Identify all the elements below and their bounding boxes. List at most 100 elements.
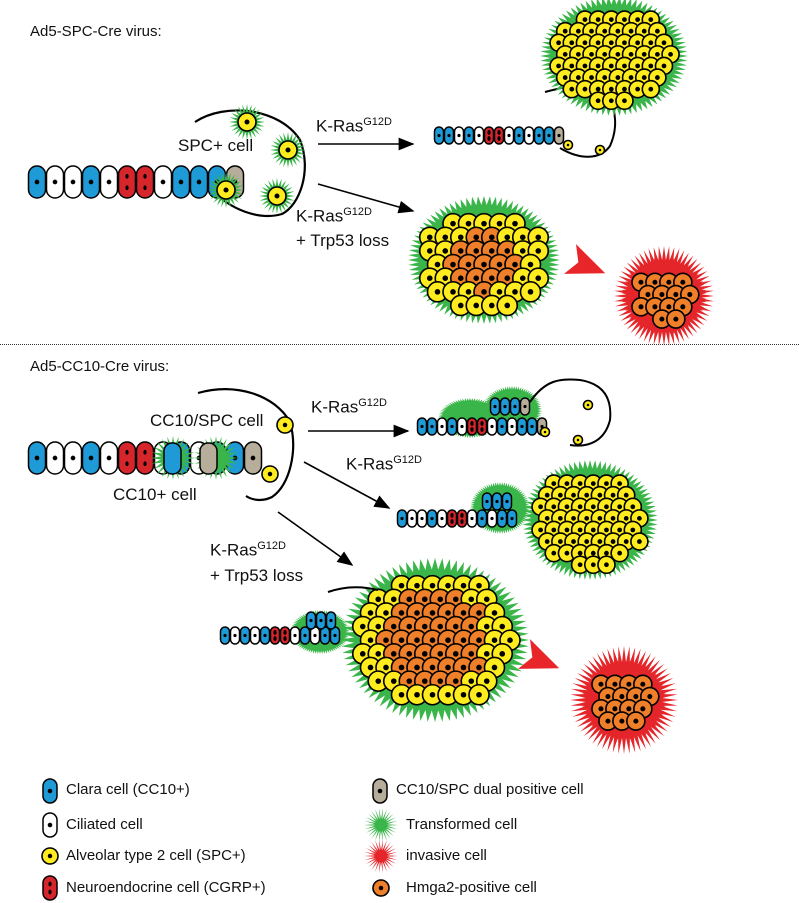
bottom-r2-adenoma-cell-nucleus: [597, 492, 603, 498]
top-adenoma-cell-nucleus: [635, 40, 641, 46]
bottom-r3-carcinoma-cell-nucleus: [468, 678, 475, 684]
top-arrow-2: [317, 183, 415, 214]
transformed-cell-icon: [364, 808, 398, 842]
bottom-r2-airway-cell: [456, 509, 468, 528]
bottom-invasive-cluster-cell-nucleus: [619, 694, 625, 700]
top-carcinoma-cell-nucleus: [473, 248, 480, 254]
bottom-r2-adenoma-cell-nucleus: [564, 527, 570, 533]
bottom-r3-carcinoma-cell-nucleus: [375, 651, 382, 657]
bottom-r3-carcinoma-cell-nucleus: [367, 664, 374, 671]
bottom-r2-adenoma-cell-nucleus: [557, 539, 563, 544]
top-adenoma-cell-nucleus: [622, 98, 627, 104]
bottom-invasive-cluster-cell-nucleus: [647, 694, 653, 700]
bottom-r3-carcinoma-cell-nucleus: [452, 596, 459, 603]
bottom-r3-carcinoma-cell-nucleus: [406, 623, 413, 630]
top-right-airway-nucleus: [437, 133, 441, 138]
bottom-r2-adenoma-cell-nucleus: [577, 562, 583, 568]
bottom-r2-adenoma-cell-nucleus: [551, 504, 557, 510]
bottom-r2-adenoma-cell-nucleus: [577, 504, 583, 510]
top-adenoma-cell-nucleus: [582, 17, 588, 22]
bottom-invasive-cluster-cell-nucleus: [626, 681, 632, 687]
top-right-airway-granule: [497, 136, 501, 141]
legend-label-hmga2: Hmga2-positive cell: [406, 879, 537, 896]
bottom-airway-nucleus: [250, 455, 256, 461]
bottom-invasive-cluster-cell-nucleus: [598, 706, 604, 712]
bottom-r1-bud-nucleus: [523, 404, 527, 409]
bottom-r3-carcinoma-cell-nucleus: [367, 637, 374, 643]
bottom-r2-adenoma-cell-nucleus: [571, 539, 576, 544]
bottom-r2-adenoma-cell-nucleus: [623, 515, 629, 521]
top-carcinoma-cell-nucleus: [450, 261, 456, 268]
top-airway-granule: [143, 185, 147, 191]
bottom-r2-adenoma-cell-nucleus: [538, 504, 543, 510]
top-right-airway-nucleus: [457, 133, 461, 138]
top-invasive-cluster-cell-nucleus: [659, 316, 665, 322]
top-adenoma-cell-nucleus: [661, 63, 667, 69]
top-adenoma-cell-nucleus: [582, 63, 588, 69]
bottom-r3-carcinoma-cell-nucleus: [483, 596, 490, 603]
bottom-invasive-cluster-cell-nucleus: [605, 718, 611, 724]
bottom-invasion-arrow: [518, 639, 560, 669]
top-adenoma-cell-nucleus: [608, 98, 614, 104]
invasive-cell-icon: [364, 839, 398, 873]
top-carcinoma-cell-nucleus: [426, 234, 433, 241]
bottom-r3-carcinoma-cell-nucleus: [476, 637, 482, 643]
top-arrow2-text: K-Ras: [296, 206, 344, 226]
bottom-r2-airway-nucleus: [420, 516, 424, 521]
top-airway-nucleus: [34, 179, 40, 185]
bottom-r3-carcinoma-cell-nucleus: [483, 678, 490, 684]
top-carcinoma-cell-nucleus: [496, 220, 503, 227]
bottom-r3-carcinoma-cell-nucleus: [421, 623, 428, 630]
top-carcinoma-cell-nucleus: [535, 275, 542, 282]
bottom-r3-carcinoma-cell-nucleus: [414, 664, 420, 671]
bottom-r2-adenoma-cell-nucleus: [577, 481, 583, 486]
top-adenoma-cell-nucleus: [655, 28, 660, 34]
bottom-r3-carcinoma-cell-nucleus: [383, 610, 389, 616]
bottom-r2-bud-nucleus: [485, 499, 489, 504]
top-airway-nucleus: [160, 179, 166, 185]
bottom-r3-carcinoma-cell-nucleus: [468, 651, 475, 657]
bottom-arrow2-text: K-Ras: [346, 454, 394, 474]
bottom-r3-airway-nucleus: [293, 633, 297, 638]
bottom-r1-airway-nucleus: [490, 424, 494, 429]
clara-cell-icon-nucleus: [47, 788, 53, 794]
bottom-airway-granule: [143, 449, 147, 455]
bottom-airway-cell: [135, 441, 155, 475]
legend-label-clara: Clara cell (CC10+): [66, 781, 190, 798]
bottom-r1-airway-nucleus: [460, 424, 464, 429]
bottom-r2-adenoma-cell-nucleus: [637, 539, 642, 544]
bottom-r3-carcinoma-cell-nucleus: [429, 637, 436, 643]
bottom-r3-carcinoma-cell-nucleus: [445, 582, 451, 589]
top-carcinoma-cell-nucleus: [519, 248, 526, 254]
top-adenoma-cell-nucleus: [615, 28, 621, 34]
bottom-r1-bud-nucleus: [493, 404, 497, 409]
bottom-r2-adenoma-cell-nucleus: [604, 481, 609, 486]
top-invasive-cluster-cell-nucleus: [652, 279, 658, 285]
bottom-r3-wall: [327, 586, 379, 593]
top-carcinoma-cell-nucleus: [442, 234, 449, 241]
top-carcinoma-cell-nucleus: [512, 289, 518, 295]
top-adenoma-cell-nucleus: [655, 51, 660, 57]
top-right-airway-nucleus: [447, 133, 451, 138]
bottom-r1-airway-granule: [470, 421, 474, 426]
bottom-r2-adenoma-cell-nucleus: [551, 481, 557, 486]
bottom-r3-carcinoma-cell-nucleus: [390, 651, 397, 657]
top-carcinoma-cell-nucleus: [434, 261, 441, 268]
top-adenoma-cell-nucleus: [562, 28, 568, 34]
bottom-r3-carcinoma-cell-nucleus: [468, 596, 475, 603]
bottom-airway-granule: [143, 461, 147, 467]
neuroendocrine-cell-icon-granule: [48, 881, 52, 887]
bottom-r3-airway-nucleus: [253, 633, 257, 638]
top-adenoma-cell-nucleus: [608, 63, 614, 69]
bottom-r3-airway-cell: [279, 626, 291, 645]
top-adenoma-cell-nucleus: [582, 86, 588, 92]
bottom-r3-carcinoma-cell-nucleus: [445, 637, 451, 643]
bottom-r1-airway-nucleus: [430, 424, 434, 429]
bottom-r2-bud-nucleus: [495, 499, 499, 504]
top-carcinoma-cell-nucleus: [450, 220, 456, 227]
top-adenoma-cell-nucleus: [608, 17, 614, 22]
bottom-r3-carcinoma-cell-nucleus: [414, 610, 420, 616]
bottom-arrow-3: [277, 511, 354, 566]
bottom-r1-bud-nucleus: [503, 404, 507, 409]
bottom-r2-adenoma-cell-nucleus: [544, 515, 550, 521]
